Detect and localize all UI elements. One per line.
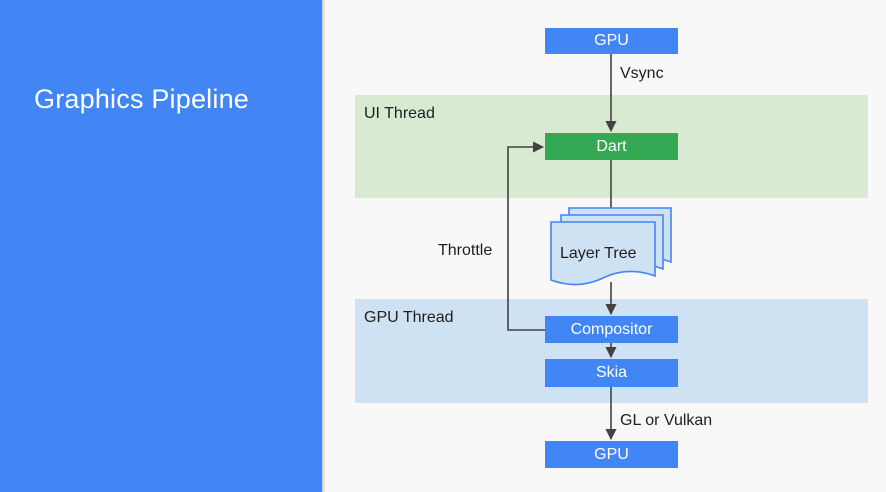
layer-tree-sheet-front bbox=[550, 221, 656, 286]
compositor-node: Compositor bbox=[545, 316, 678, 343]
throttle-label: Throttle bbox=[438, 242, 493, 259]
layer-tree-label: Layer Tree bbox=[560, 245, 637, 262]
gl-or-vulkan-label: GL or Vulkan bbox=[620, 412, 713, 429]
ui-thread-label: UI Thread bbox=[364, 105, 435, 122]
throttle-arrow bbox=[507, 141, 545, 331]
gpu-top-node: GPU bbox=[545, 28, 678, 54]
title-panel bbox=[0, 0, 322, 492]
gpu-thread-label: GPU Thread bbox=[364, 309, 454, 326]
slide-title: Graphics Pipeline bbox=[34, 84, 250, 114]
vsync-label: Vsync bbox=[620, 65, 664, 82]
dart-node: Dart bbox=[545, 133, 678, 160]
panel-shadow bbox=[322, 0, 326, 492]
layer-tree-stack bbox=[550, 207, 672, 286]
skia-node: Skia bbox=[545, 359, 678, 387]
gpu-bottom-node: GPU bbox=[545, 441, 678, 468]
